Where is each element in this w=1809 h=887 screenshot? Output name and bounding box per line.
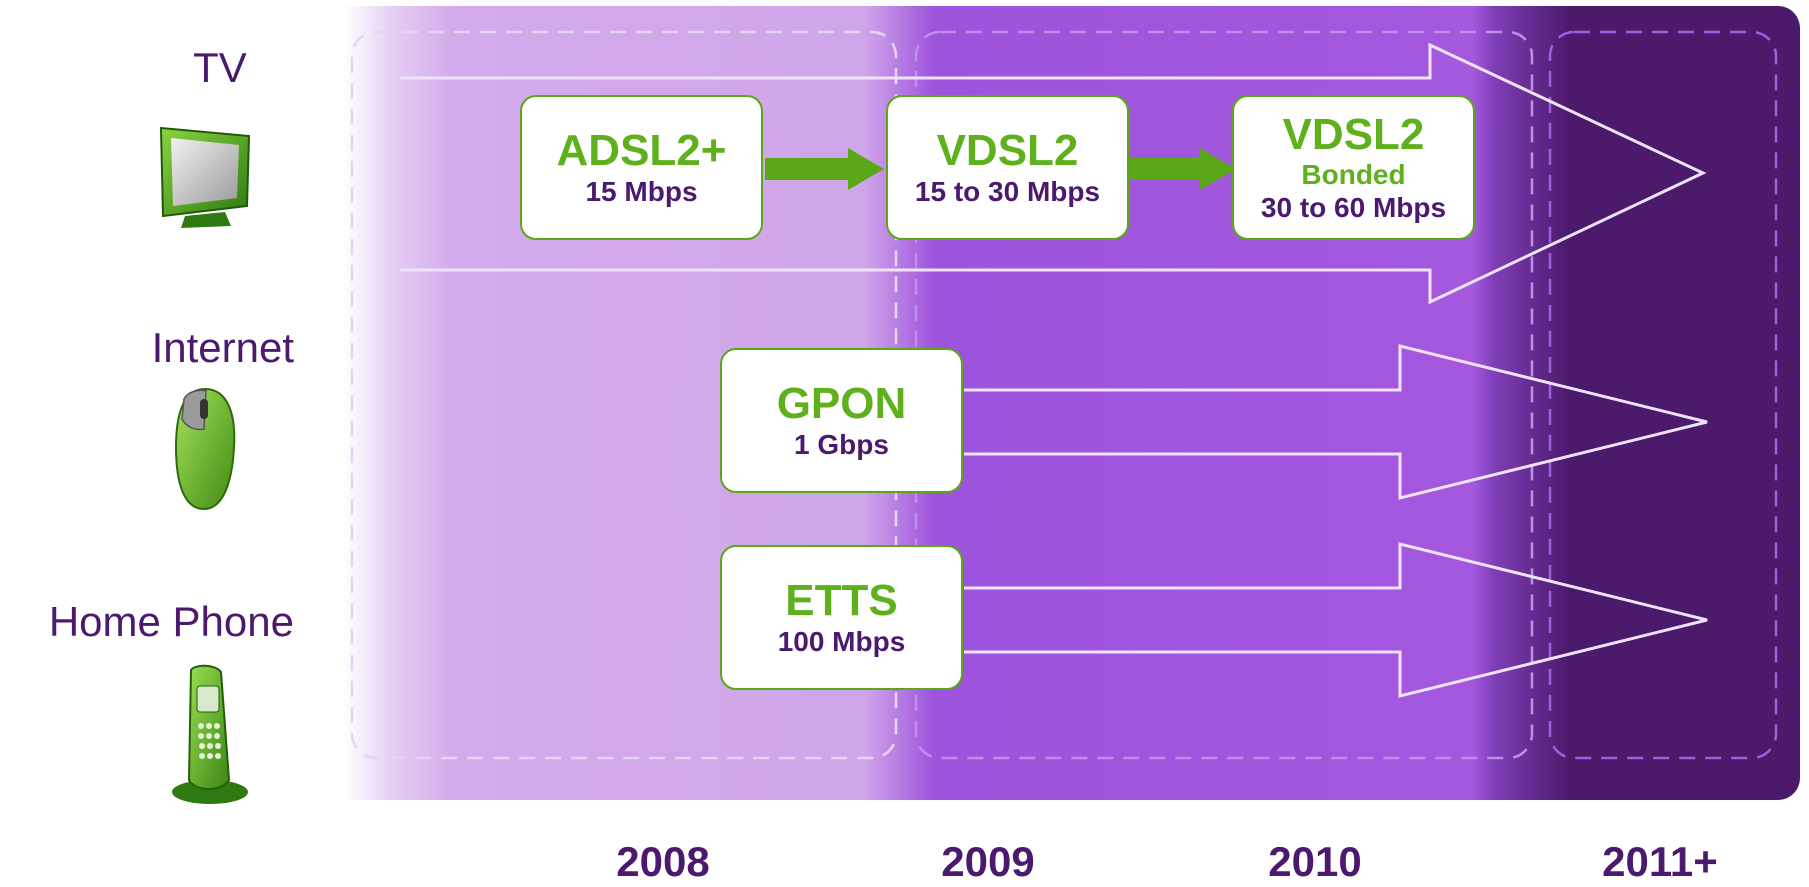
- year-label-2011plus: 2011+: [1602, 838, 1718, 885]
- tech-box-adsl2plus: ADSL2+ 15 Mbps: [520, 95, 763, 240]
- etts-outline-arrow: [964, 542, 1708, 698]
- tech-speed: 1 Gbps: [794, 428, 889, 460]
- mouse-icon: [174, 387, 236, 511]
- tech-name: ADSL2+: [556, 125, 727, 175]
- year-label-2008: 2008: [616, 838, 710, 885]
- tech-speed: 15 Mbps: [585, 175, 698, 207]
- tech-box-gpon: GPON 1 Gbps: [720, 348, 963, 493]
- tech-speed: 15 to 30 Mbps: [914, 175, 1101, 207]
- tech-detail: Bonded: [1301, 158, 1406, 190]
- tech-box-vdsl2: VDSL2 15 to 30 Mbps: [886, 95, 1129, 240]
- year-frame-2011: [1548, 30, 1778, 760]
- green-arrow-2: [1130, 148, 1236, 190]
- tech-name: VDSL2: [1282, 109, 1425, 159]
- service-label-internet: Internet: [151, 324, 294, 371]
- tech-box-etts: ETTS 100 Mbps: [720, 545, 963, 690]
- year-label-2010: 2010: [1268, 838, 1362, 885]
- service-label-home-phone: Home Phone: [48, 598, 294, 645]
- tech-name: ETTS: [785, 575, 898, 625]
- gpon-outline-arrow: [964, 344, 1708, 500]
- phone-icon: [172, 664, 248, 804]
- service-label-tv: TV: [193, 44, 247, 91]
- green-arrow-1: [765, 148, 884, 190]
- tech-name: VDSL2: [936, 125, 1079, 175]
- tech-speed: 30 to 60 Mbps: [1260, 191, 1447, 223]
- tv-outline-arrow: [400, 42, 1707, 305]
- tv-icon: [159, 126, 251, 228]
- year-label-2009: 2009: [941, 838, 1035, 885]
- tech-name: GPON: [776, 378, 907, 428]
- tech-box-vdsl2-bonded: VDSL2 Bonded 30 to 60 Mbps: [1232, 95, 1475, 240]
- tech-speed: 100 Mbps: [777, 625, 906, 657]
